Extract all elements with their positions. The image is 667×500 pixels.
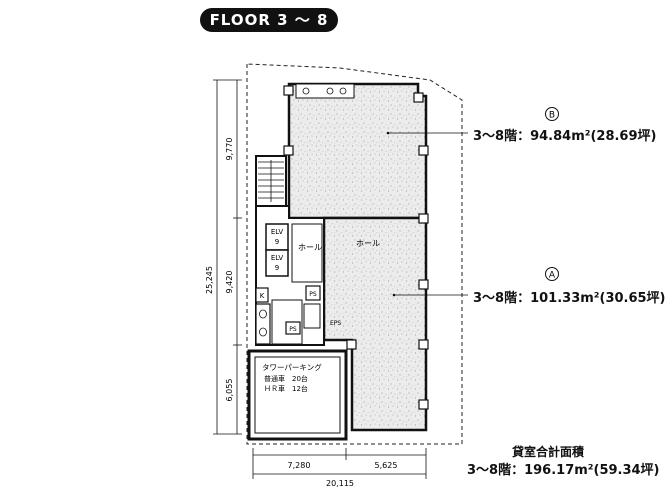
ps-box-1	[305, 285, 321, 301]
elv1-num: 9	[275, 238, 279, 246]
dim-left-bottom: 6,055	[225, 379, 234, 402]
total-area-title: 貸室合計面積	[512, 445, 585, 459]
dim-left-mid: 9,420	[225, 271, 234, 294]
parking-title: タワーパーキング	[262, 362, 322, 372]
total-area-value: 3～8階：196.17m²(59.34坪)	[467, 463, 660, 478]
dim-left-top: 9,770	[225, 138, 234, 161]
ps-box-2	[285, 321, 301, 335]
parking-line2: ＨＲ車 12台	[264, 384, 308, 393]
small-hall	[291, 223, 323, 283]
hall-main-label: ホール	[356, 239, 380, 248]
site-boundary	[246, 63, 463, 445]
elv2-num: 9	[275, 264, 279, 272]
marker-b-text: B	[549, 111, 555, 121]
eps-label: EPS	[330, 320, 341, 327]
hall-small-label: ホール	[298, 243, 322, 252]
marker-b-circle	[545, 107, 559, 121]
room-b-floor	[287, 82, 428, 220]
dim-bottom-right: 5,625	[375, 461, 398, 470]
ps2-label: PS	[289, 326, 297, 333]
elv2-label: ELV	[271, 254, 284, 262]
k-label: K	[260, 292, 265, 300]
room-b-area: 3～8階：94.84m²(28.69坪)	[473, 129, 657, 144]
tower-parking	[247, 349, 348, 441]
elevator-2	[265, 249, 289, 277]
columns	[283, 85, 429, 410]
parking-line1: 普通車 20台	[264, 374, 308, 383]
dim-left-total: 25,245	[205, 266, 214, 294]
dim-bottom-left: 7,280	[288, 461, 311, 470]
top-fixtures	[295, 83, 355, 99]
marker-a-text: A	[549, 271, 556, 281]
floor-title-badge: FLOOR 3 ～ 8	[200, 8, 338, 32]
marker-a-circle	[545, 267, 559, 281]
elv1-label: ELV	[271, 228, 284, 236]
dim-bottom-total: 20,115	[326, 479, 354, 488]
room-a-area: 3～8階：101.33m²(30.65坪)	[473, 291, 666, 306]
k-room	[255, 287, 269, 303]
ps1-label: PS	[309, 291, 317, 298]
wc-box	[303, 303, 321, 329]
